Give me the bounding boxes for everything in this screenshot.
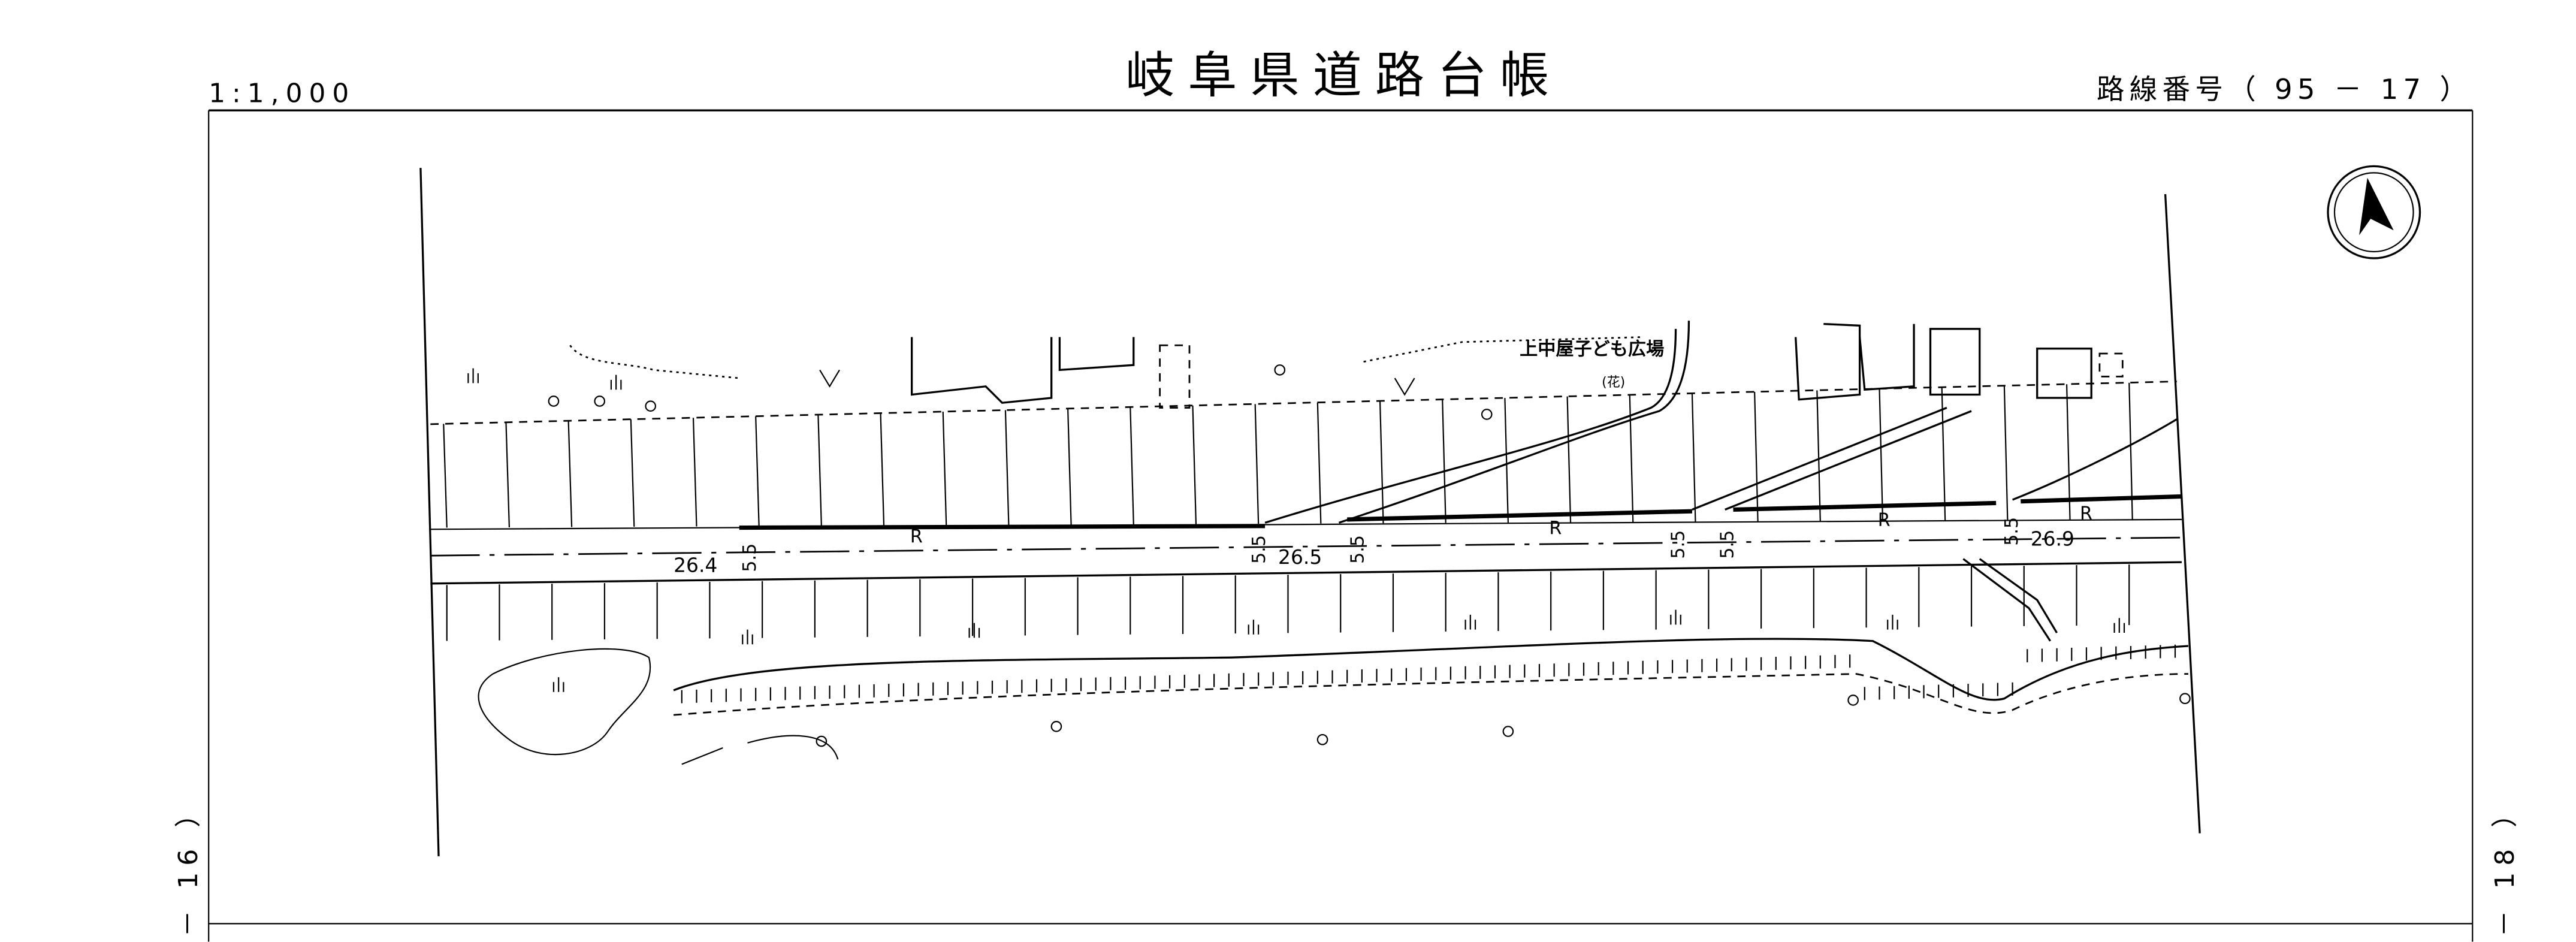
tree-symbol	[594, 395, 606, 407]
hatch-line	[1192, 405, 1197, 524]
hatch-line	[1254, 404, 1260, 524]
hatch-line	[880, 413, 885, 526]
hatch-line	[942, 411, 947, 526]
hatch-line	[1629, 395, 1634, 523]
elevation-label: 26.5	[1278, 545, 1322, 569]
grass-symbol	[552, 677, 564, 692]
hatch-line	[692, 418, 697, 527]
path-line	[681, 735, 839, 765]
width-label: 5.5	[2001, 517, 2022, 546]
adjacent-sheet-right: － 18 ）	[2490, 795, 2520, 937]
grass-symbol	[742, 629, 753, 645]
grass-symbol	[968, 623, 980, 638]
sheet-title: 岐阜県道路台帳	[1125, 47, 1562, 104]
tree-symbol	[1847, 695, 1859, 706]
grass-symbol	[467, 368, 479, 384]
hatch-line	[817, 415, 822, 526]
hatch-line	[1754, 391, 1759, 522]
road-mark: R	[1549, 518, 1562, 539]
grass-symbol	[1464, 614, 1476, 630]
hatch-line	[567, 421, 573, 527]
hatch-line	[1130, 407, 1134, 525]
grass-symbol	[610, 375, 622, 390]
hatch-line	[1816, 390, 1821, 521]
match-line-right	[2164, 194, 2201, 834]
place-name: 上中屋子ども広場	[1520, 339, 1664, 360]
tree-symbol	[645, 400, 657, 412]
grass-symbol	[1248, 620, 1260, 635]
hatch-line	[505, 422, 511, 528]
adjacent-sheet-left: － 16 ）	[173, 795, 204, 937]
embankment-line	[673, 638, 2189, 701]
tree-symbol	[1481, 409, 1493, 420]
hatch-line	[2065, 384, 2071, 520]
hatch-line	[1067, 408, 1072, 525]
width-label: 5.5	[1348, 535, 1369, 564]
hatch-line	[1316, 402, 1322, 524]
map-symbols	[467, 364, 2191, 747]
tree-symbol	[1274, 364, 1286, 376]
flower-symbol: (花)	[1602, 375, 1625, 390]
field-symbol	[1394, 378, 1415, 396]
hatch-line	[1442, 399, 1446, 523]
width-label: 5.5	[1717, 530, 1738, 559]
field-symbol	[819, 369, 840, 388]
tree-symbol	[1050, 721, 1062, 732]
grass-symbol	[2113, 618, 2125, 633]
tree-symbol	[1502, 726, 1514, 737]
hatch-line	[2003, 385, 2009, 521]
match-line-left	[419, 168, 440, 856]
tree-symbol	[2179, 693, 2191, 705]
buildings	[569, 322, 2124, 409]
pond	[478, 648, 651, 756]
width-label: 5.5	[1668, 530, 1689, 559]
elevation-label: 26.9	[2031, 527, 2074, 551]
hatch-line	[1004, 410, 1010, 526]
width-label: 5.5	[1249, 535, 1270, 564]
hatch-line	[1566, 396, 1572, 523]
tree-symbol	[816, 735, 828, 747]
elevation-label: 26.4	[674, 554, 717, 577]
grass-symbol	[1887, 614, 1898, 630]
hatch-line	[755, 416, 760, 527]
road-mark: R	[910, 526, 923, 547]
road-mark: R	[1878, 510, 1891, 531]
scale-label: 1:1,000	[209, 78, 355, 108]
hatch-line	[1941, 387, 1946, 521]
hatch-line	[2128, 382, 2133, 520]
north-arrow-icon	[2327, 165, 2421, 259]
tree-symbol	[548, 395, 560, 407]
route-number: 路線番号（ 95 － 17 ）	[2097, 73, 2472, 105]
hatch-line	[443, 424, 448, 528]
grass-symbol	[1670, 609, 1681, 625]
hatch-line	[1504, 398, 1509, 523]
frontage-hatching	[443, 382, 2176, 704]
hatch-line	[1379, 401, 1384, 524]
width-label: 5.5	[739, 544, 760, 572]
hatch-line	[1691, 393, 1696, 522]
embankment-toe	[673, 673, 2188, 716]
hatch-line	[1879, 388, 1884, 521]
tree-symbol	[1316, 733, 1328, 745]
road-mark: R	[2080, 503, 2092, 524]
hatch-line	[630, 419, 635, 527]
